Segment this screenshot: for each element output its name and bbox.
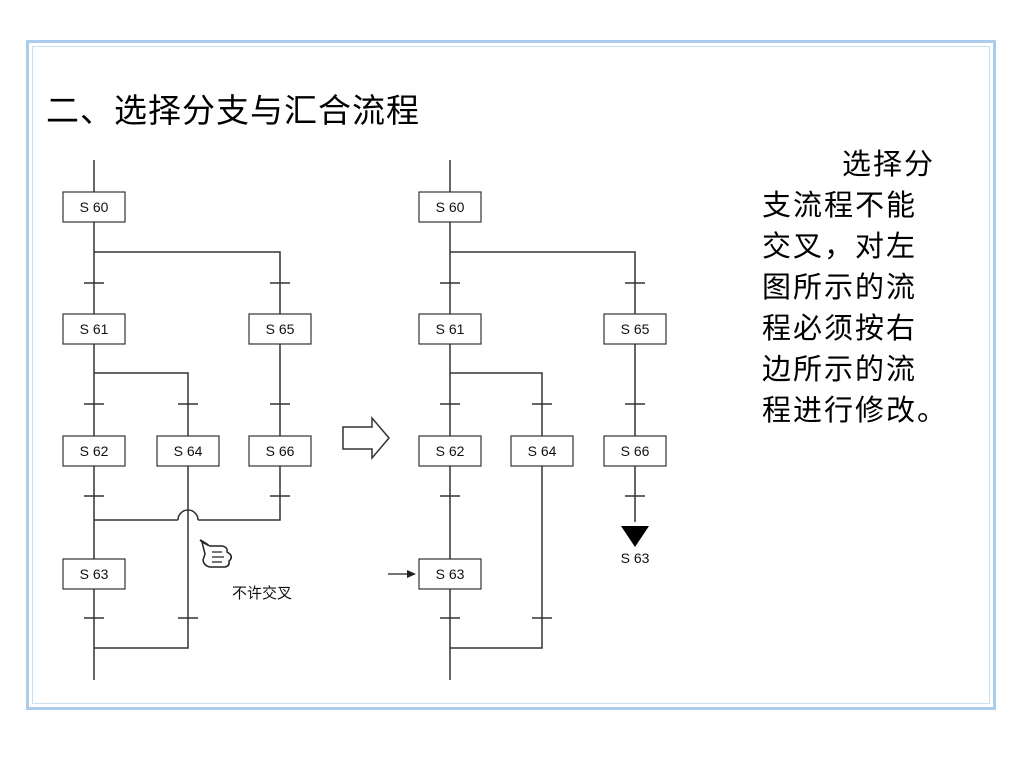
jump-target-label: S 63 bbox=[621, 550, 650, 566]
explanation-text: 选择分 支流程不能 交叉，对左 图所示的流 程必须按右 边所示的流 程进行修改。 bbox=[762, 144, 958, 431]
note-line: 支流程不能 bbox=[762, 188, 918, 222]
step-box-s62 bbox=[418, 435, 482, 467]
step-box-s60 bbox=[62, 191, 126, 223]
note-line: 图所示的流 bbox=[762, 270, 918, 304]
step-label: S 65 bbox=[621, 321, 650, 337]
step-box-s63 bbox=[418, 558, 482, 590]
note-line: 交叉，对左 bbox=[762, 229, 918, 263]
step-box-s63 bbox=[62, 558, 126, 590]
step-label: S 61 bbox=[80, 321, 109, 337]
step-label: S 63 bbox=[436, 566, 465, 582]
pointing-hand-icon bbox=[199, 539, 233, 568]
step-label: S 64 bbox=[174, 443, 203, 459]
note-line: 边所示的流 bbox=[762, 352, 918, 386]
note-line: 程必须按右 bbox=[762, 311, 918, 345]
step-box-s64 bbox=[156, 435, 220, 467]
jump-triangle-icon bbox=[621, 526, 649, 547]
step-box-s66 bbox=[248, 435, 312, 467]
note-line: 程进行修改。 bbox=[762, 393, 949, 427]
step-label: S 63 bbox=[80, 566, 109, 582]
note-line: 选择分 bbox=[842, 147, 936, 181]
step-box-s65 bbox=[248, 313, 312, 345]
step-box-s61 bbox=[418, 313, 482, 345]
step-box-s60 bbox=[418, 191, 482, 223]
small-arrow-icon bbox=[388, 570, 416, 578]
step-box-s61 bbox=[62, 313, 126, 345]
step-box-s62 bbox=[62, 435, 126, 467]
step-label: S 62 bbox=[80, 443, 109, 459]
page-title: 二、选择分支与汇合流程 bbox=[46, 91, 420, 130]
step-label: S 66 bbox=[621, 443, 650, 459]
step-label: S 60 bbox=[80, 199, 109, 215]
step-label: S 60 bbox=[436, 199, 465, 215]
step-box-s64 bbox=[510, 435, 574, 467]
left-diagram: S 60 S 61 S 65 S 62 S 64 S 66 S 63 不许交叉 bbox=[62, 160, 312, 680]
step-label: S 61 bbox=[436, 321, 465, 337]
right-diagram: S 63 S 60 S 61 S 65 S 62 S 64 S 66 S 63 bbox=[388, 160, 667, 680]
step-box-s65 bbox=[603, 313, 667, 345]
hollow-right-arrow-icon bbox=[342, 415, 390, 461]
step-label: S 65 bbox=[266, 321, 295, 337]
step-label: S 64 bbox=[528, 443, 557, 459]
step-box-s66 bbox=[603, 435, 667, 467]
step-label: S 62 bbox=[436, 443, 465, 459]
step-label: S 66 bbox=[266, 443, 295, 459]
warning-label: 不许交叉 bbox=[232, 584, 292, 602]
